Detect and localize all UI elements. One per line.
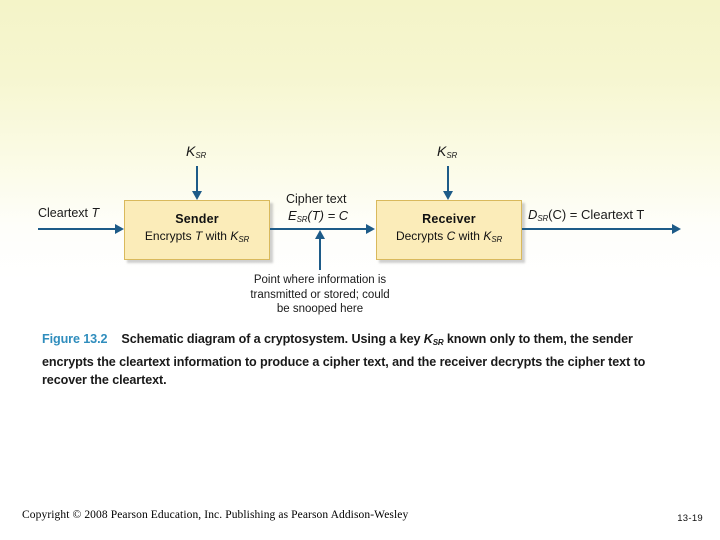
cryptosystem-figure: KSR KSR Cleartext T Sender Encrypts T wi…	[38, 143, 681, 317]
key-arrow-sender-head	[192, 191, 202, 200]
key-arrow-sender-line	[196, 166, 198, 192]
snoop-arrow-head	[315, 230, 325, 239]
key-arrow-receiver-head	[443, 191, 453, 200]
snoop-note-line-1: Point where information is	[253, 274, 387, 286]
input-arrow-line	[38, 228, 116, 230]
receiver-box[interactable]: Receiver Decrypts C with KSR	[376, 200, 522, 260]
output-arrow-head	[672, 224, 681, 234]
figure-caption-part2: known only to them, the sender encrypts …	[42, 332, 646, 387]
figure-number: Figure 13.2	[42, 332, 108, 346]
input-arrow-head	[115, 224, 124, 234]
snoop-note-line-2: transmitted or stored; could	[250, 288, 390, 301]
copyright-footer: Copyright © 2008 Pearson Education, Inc.…	[22, 509, 409, 521]
key-arrow-receiver-line	[447, 166, 449, 192]
channel-arrow-head	[366, 224, 375, 234]
output-arrow-line	[522, 228, 674, 230]
page-number: 13-19	[677, 513, 703, 524]
receiver-description: Decrypts C with KSR	[395, 229, 503, 244]
sender-box[interactable]: Sender Encrypts T with KSR	[124, 200, 270, 260]
cleartext-input-label: Cleartext T	[38, 206, 100, 220]
output-formula: DSR(C) = Cleartext T	[528, 207, 645, 223]
figure-caption-key: K	[423, 332, 433, 346]
snoop-note: Point where information is transmitted o…	[230, 273, 410, 317]
receiver-box-content: Receiver Decrypts C with KSR	[377, 201, 521, 259]
figure-caption-key-sub: SR	[432, 338, 444, 347]
figure-caption: Figure 13.2 Schematic diagram of a crypto…	[42, 330, 682, 390]
sender-box-content: Sender Encrypts T with KSR	[125, 201, 269, 259]
snoop-note-line-3: be snooped here	[276, 303, 364, 315]
sender-description: Encrypts T with KSR	[144, 229, 250, 244]
cipher-text-label: Cipher text	[286, 192, 347, 206]
sender-title: Sender	[175, 212, 219, 226]
figure-caption-part1: Schematic diagram of a cryptosystem. Usi…	[121, 332, 424, 346]
cipher-text-formula: ESR(T) = C	[288, 208, 349, 224]
channel-line	[270, 228, 368, 230]
key-label-receiver: KSR	[437, 143, 458, 161]
receiver-title: Receiver	[422, 212, 476, 226]
snoop-arrow-line	[319, 238, 321, 270]
key-label-sender: KSR	[186, 143, 207, 161]
